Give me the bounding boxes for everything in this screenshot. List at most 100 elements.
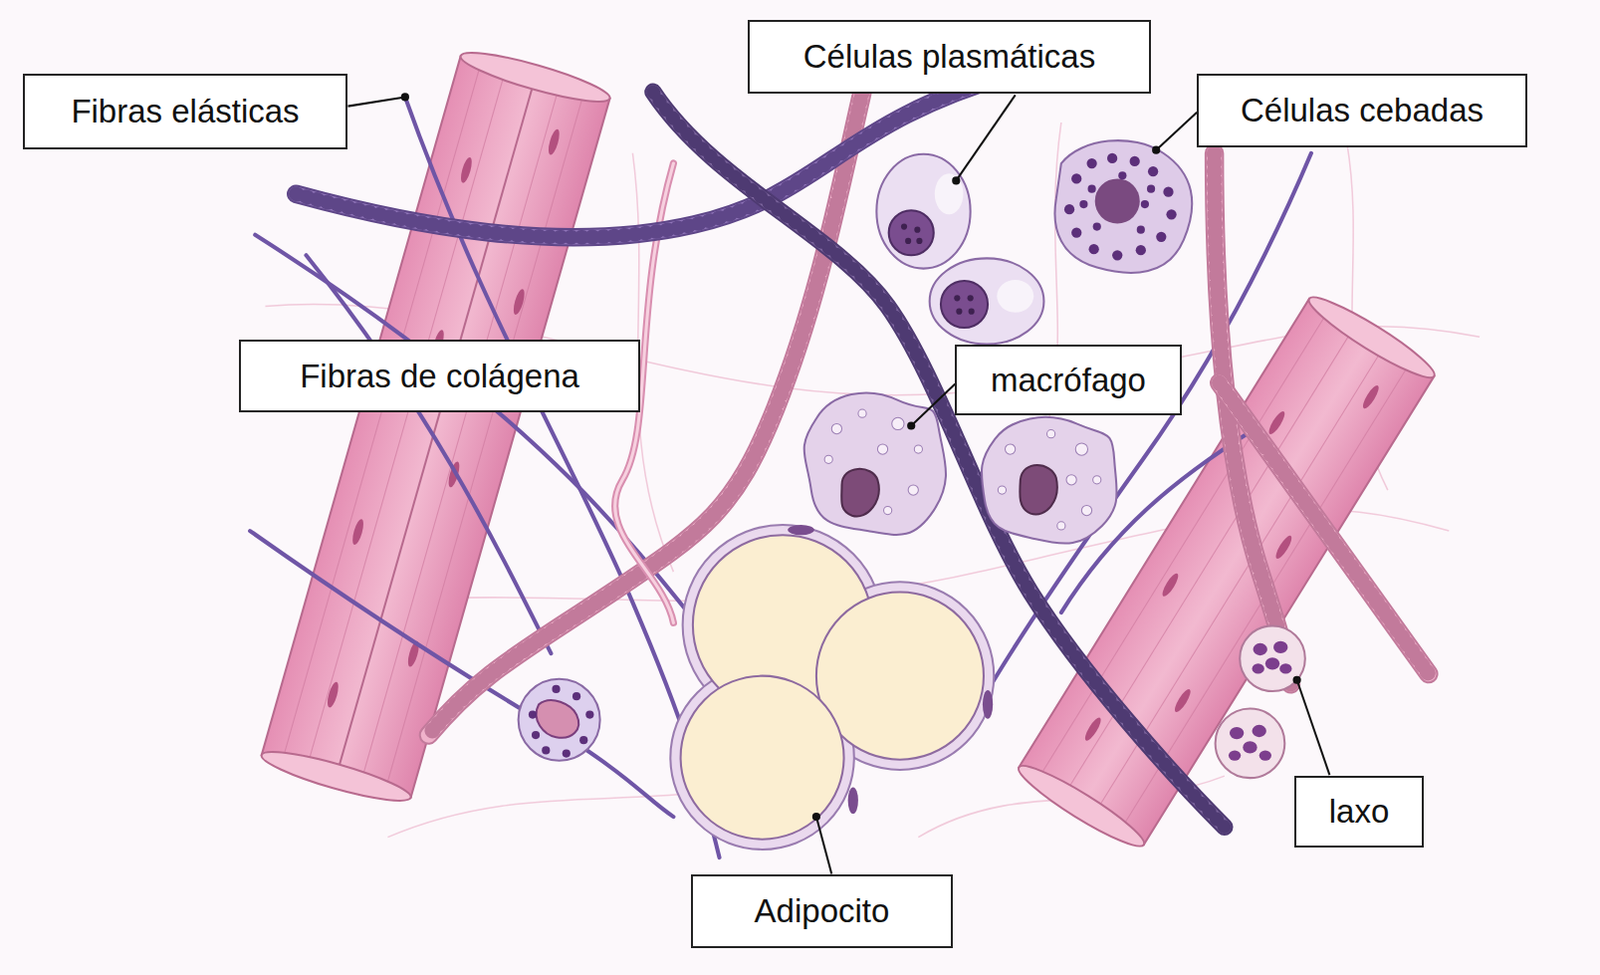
mast-cell-part-part (1130, 156, 1141, 167)
eosinophil-part-part (585, 709, 594, 718)
muscle-bundle-part-part (1082, 715, 1104, 743)
eosinophil-part-part (541, 745, 550, 754)
muscle-bundle-part (257, 742, 415, 809)
muscle-bundle-part (1012, 756, 1150, 856)
plasma-cell-part-part (968, 308, 975, 315)
muscle-bundle-part-part (325, 681, 341, 709)
muscle-bundle (257, 43, 613, 809)
eosinophil-part (518, 679, 601, 761)
mast-cell-part-part (1165, 209, 1176, 220)
plasma-cell-part (889, 210, 934, 255)
neutrophil-part-part (1252, 724, 1267, 737)
plasma-cell-part-part (953, 294, 960, 301)
adipocyte-cluster-part-part (787, 524, 815, 535)
muscle-bundle-part-part (458, 156, 474, 185)
eosinophil-part (528, 685, 595, 758)
muscle-bundle-part (1303, 287, 1441, 387)
leader-lines-part (813, 813, 820, 820)
adipocyte-cluster-part (787, 524, 993, 814)
label-text: Células cebadas (1240, 91, 1484, 130)
plasma-cell-part-part (967, 294, 974, 301)
neutrophil-part-part (1265, 657, 1280, 670)
mast-cell-part-part (1136, 244, 1146, 255)
muscle-bundle-part-part (1159, 571, 1181, 599)
muscle-bundle-part (457, 43, 614, 110)
collagen-fibers-part (1219, 382, 1429, 674)
plasma-cell-part-part (914, 227, 920, 233)
label-text: Adipocito (754, 892, 891, 930)
leader-lines-part (816, 816, 832, 874)
eosinophil-part-part (531, 730, 540, 739)
mast-cell-part-part (1064, 204, 1075, 215)
neutrophil (1215, 707, 1286, 778)
muscle-bundle-part-part (1266, 409, 1288, 437)
leader-lines-part (402, 93, 409, 100)
leader-lines-part (1152, 147, 1159, 154)
muscle-bundle-part-part (350, 517, 366, 546)
neutrophil-part-part (1279, 663, 1292, 674)
mast-cell-part-part (1089, 243, 1100, 254)
neutrophil-part-part (1259, 749, 1272, 760)
muscle-bundle-part-part (362, 89, 559, 777)
leader-lines-part (1294, 677, 1301, 684)
macrophage-part-part (1075, 443, 1088, 456)
mast-cell-part (1064, 153, 1177, 261)
label-box: Células plasmáticas (747, 19, 1151, 94)
mast-cell-part-part (1079, 200, 1088, 209)
macrophage-part-part (914, 445, 922, 454)
plasma-cell-part-part (955, 308, 962, 315)
mast-cell-part-part (1118, 171, 1127, 180)
eosinophil-part (536, 699, 580, 738)
leader-lines-part (911, 383, 955, 426)
muscle-bundle-part-part (1360, 383, 1381, 411)
label-text: laxo (1329, 792, 1390, 831)
plasma-cell (876, 154, 970, 269)
plasma-cell-part (934, 173, 964, 215)
macrophage-part-part (892, 417, 905, 430)
macrophage-part-part (1081, 504, 1092, 515)
leader-lines-part (908, 422, 915, 429)
plasma-cell-part (929, 257, 1045, 344)
plasma-cell-part (953, 294, 974, 314)
muscle-bundle-part-part (511, 287, 527, 316)
label-text: Células plasmáticas (803, 37, 1096, 76)
mast-cell-part-part (1162, 187, 1173, 198)
elastic-fibers-part (305, 254, 551, 654)
neutrophil-part-part (1228, 749, 1241, 760)
muscle-bundle-part-part (546, 128, 562, 157)
mast-cell-part-part (1071, 228, 1082, 238)
label-text: Fibras de colágena (299, 357, 580, 396)
label-text: Fibras elásticas (70, 92, 299, 131)
plasma-cell-part (876, 154, 970, 269)
mast-cell-part-part (1137, 226, 1145, 234)
plasma-cell-part-part (915, 237, 922, 244)
neutrophil-part (1252, 641, 1293, 675)
macrophage (981, 417, 1118, 544)
mast-cell-part-part (1088, 185, 1097, 194)
collagen-fibers-part (1219, 382, 1429, 674)
eosinophil-part-part (579, 735, 588, 744)
mast-cell-part-part (1155, 231, 1166, 242)
macrophage-part-part (997, 485, 1006, 494)
macrophage-part-part (1057, 521, 1066, 530)
label-box: Células cebadas (1196, 73, 1528, 148)
muscle-bundle-part (261, 55, 611, 798)
neutrophil-part-part (1252, 663, 1265, 674)
adipocyte-cluster-part (681, 676, 845, 840)
label-box: macrófago (954, 344, 1182, 416)
leader-lines-part (347, 96, 405, 106)
macrophage-part-part (1047, 430, 1056, 439)
label-text: macrófago (990, 361, 1146, 400)
neutrophil-part-part (1273, 641, 1288, 654)
muscle-bundle-part-part (308, 74, 505, 762)
neutrophil-part-part (1253, 643, 1268, 656)
mast-cell (1055, 140, 1193, 273)
label-box: Fibras de colágena (238, 339, 641, 413)
macrophage-part (997, 430, 1102, 530)
eosinophil-part-part (528, 709, 537, 718)
mast-cell-part (1055, 140, 1193, 273)
macrophage-part-part (858, 409, 867, 418)
mast-cell-part (1095, 178, 1141, 224)
eosinophil-part-part (551, 685, 560, 693)
macrophage-part-part (877, 444, 888, 455)
